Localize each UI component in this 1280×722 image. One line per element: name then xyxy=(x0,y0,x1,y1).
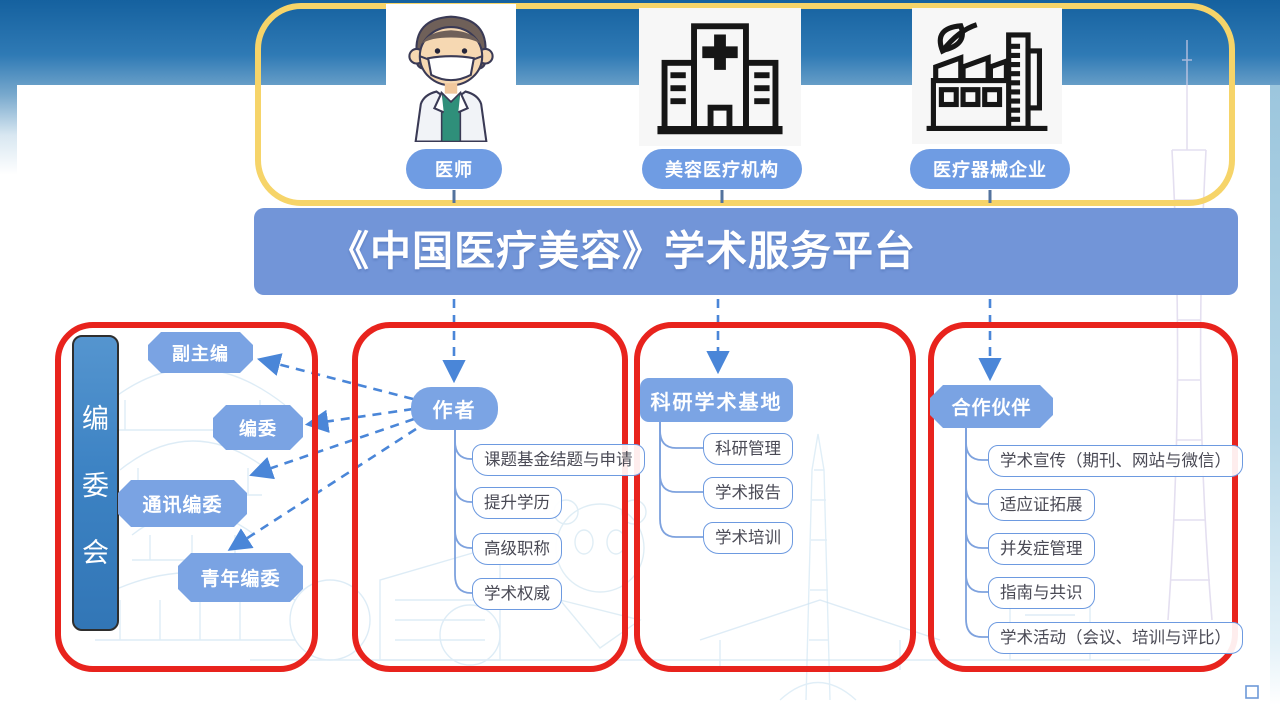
item-label: 学术报告 xyxy=(715,484,781,502)
author-item: 高级职称 xyxy=(472,533,562,565)
item-label: 学术宣传（期刊、网站与微信） xyxy=(1000,452,1231,470)
editorial-board-bar: 编 委 会 xyxy=(72,335,119,631)
role-node-youth-editor: 青年编委 xyxy=(178,553,303,602)
role-label: 编委 xyxy=(239,418,277,439)
author-label: 作者 xyxy=(432,400,477,422)
actor-label: 医师 xyxy=(435,160,473,180)
role-label: 通讯编委 xyxy=(142,495,223,516)
group-box-author xyxy=(352,322,628,672)
actor-label: 医疗器械企业 xyxy=(933,160,1047,180)
platform-title: 《中国医疗美容》学术服务平台 xyxy=(328,228,916,274)
role-label: 青年编委 xyxy=(200,569,281,590)
research-base-item: 科研管理 xyxy=(703,433,793,465)
author-item: 课题基金结题与申请 xyxy=(472,444,645,476)
actor-badge-institution: 美容医疗机构 xyxy=(642,149,802,189)
hospital-card xyxy=(639,8,801,146)
factory-card xyxy=(912,8,1062,144)
research-base-node: 科研学术基地 xyxy=(640,378,793,422)
platform-banner: 《中国医疗美容》学术服务平台 xyxy=(254,208,1238,295)
research-base-label: 科研学术基地 xyxy=(650,391,783,414)
editorial-bar-char: 会 xyxy=(82,537,109,569)
partners-item: 指南与共识 xyxy=(988,577,1095,609)
partners-item: 适应证拓展 xyxy=(988,489,1095,521)
item-label: 并发症管理 xyxy=(1000,540,1083,558)
item-label: 学术活动（会议、培训与评比） xyxy=(1000,629,1231,647)
role-label: 副主编 xyxy=(172,343,229,364)
author-node: 作者 xyxy=(411,387,498,430)
item-label: 指南与共识 xyxy=(1000,584,1083,602)
research-base-item: 学术报告 xyxy=(703,477,793,509)
group-box-partners xyxy=(928,322,1238,672)
doctor-icon xyxy=(408,15,494,142)
item-label: 学术权威 xyxy=(484,585,550,603)
item-label: 适应证拓展 xyxy=(1000,496,1083,514)
research-base-item: 学术培训 xyxy=(703,522,793,554)
partners-label: 合作伙伴 xyxy=(951,398,1032,419)
partners-item: 学术活动（会议、培训与评比） xyxy=(988,622,1243,654)
partners-item: 并发症管理 xyxy=(988,533,1095,565)
actors-frame xyxy=(255,3,1235,206)
partners-item: 学术宣传（期刊、网站与微信） xyxy=(988,445,1243,477)
editorial-bar-char: 委 xyxy=(82,470,109,502)
right-edge-strip xyxy=(1270,85,1280,705)
factory-icon xyxy=(926,22,1048,132)
item-label: 科研管理 xyxy=(715,440,781,458)
editorial-bar-char: 编 xyxy=(82,403,109,435)
actor-badge-enterprise: 医疗器械企业 xyxy=(910,149,1070,189)
actor-label: 美容医疗机构 xyxy=(665,160,779,180)
author-item: 提升学历 xyxy=(472,487,562,519)
author-item: 学术权威 xyxy=(472,578,562,610)
role-node-corresponding-editor: 通讯编委 xyxy=(118,480,247,527)
hospital-icon xyxy=(657,23,783,135)
group-box-research-base xyxy=(634,322,916,672)
group-box-editorial xyxy=(55,322,318,672)
role-node-deputy-editor: 副主编 xyxy=(148,332,253,373)
item-label: 课题基金结题与申请 xyxy=(484,451,633,469)
role-node-editor: 编委 xyxy=(213,405,303,450)
item-label: 高级职称 xyxy=(484,540,550,558)
partners-node: 合作伙伴 xyxy=(930,385,1053,428)
item-label: 提升学历 xyxy=(484,494,550,512)
item-label: 学术培训 xyxy=(715,529,781,547)
actor-badge-doctor: 医师 xyxy=(406,149,502,189)
doctor-card xyxy=(386,4,516,150)
